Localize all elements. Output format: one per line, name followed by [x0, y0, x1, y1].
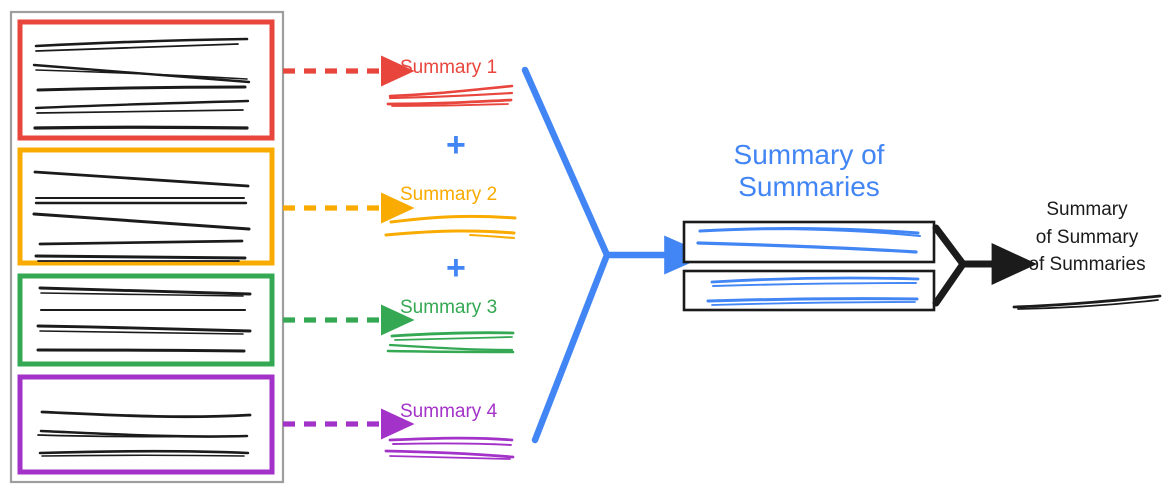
blue-merge-arrow: [521, 66, 611, 444]
final-output-lines: [1012, 294, 1162, 310]
summary-2-label: Summary 2: [400, 184, 498, 205]
summary-1-label: Summary 1: [400, 57, 498, 78]
plus-operator-2: +: [446, 249, 466, 287]
summary-of-summaries-title: Summary of Summaries: [683, 139, 935, 203]
document-box-4: [17, 374, 275, 475]
final-title-line-3: of Summaries: [1028, 254, 1146, 276]
summary-1-lines: [386, 84, 514, 107]
sos-box-1: [682, 220, 936, 264]
black-merge-arrow: [932, 224, 967, 307]
final-output-title: Summary of Summary of Summaries: [1008, 196, 1166, 279]
final-title-line-1: Summary: [1046, 199, 1128, 220]
sos-title-line-1: Summary of: [733, 139, 885, 170]
source-documents-outer-box: [9, 10, 285, 484]
document-box-1: [17, 19, 275, 141]
summary-4-lines: [384, 436, 515, 460]
summary-2-lines: [384, 214, 517, 239]
document-box-3: [17, 273, 275, 367]
sos-title-line-2: Summaries: [738, 171, 880, 203]
summary-3-label: Summary 3: [400, 297, 498, 318]
plus-operator-1: +: [446, 126, 466, 164]
document-box-2: [17, 147, 275, 266]
summary-4-label: Summary 4: [400, 401, 498, 422]
summary-3-lines: [386, 331, 515, 354]
sos-box-2: [682, 269, 936, 312]
final-title-line-2: of Summary: [1035, 226, 1139, 248]
